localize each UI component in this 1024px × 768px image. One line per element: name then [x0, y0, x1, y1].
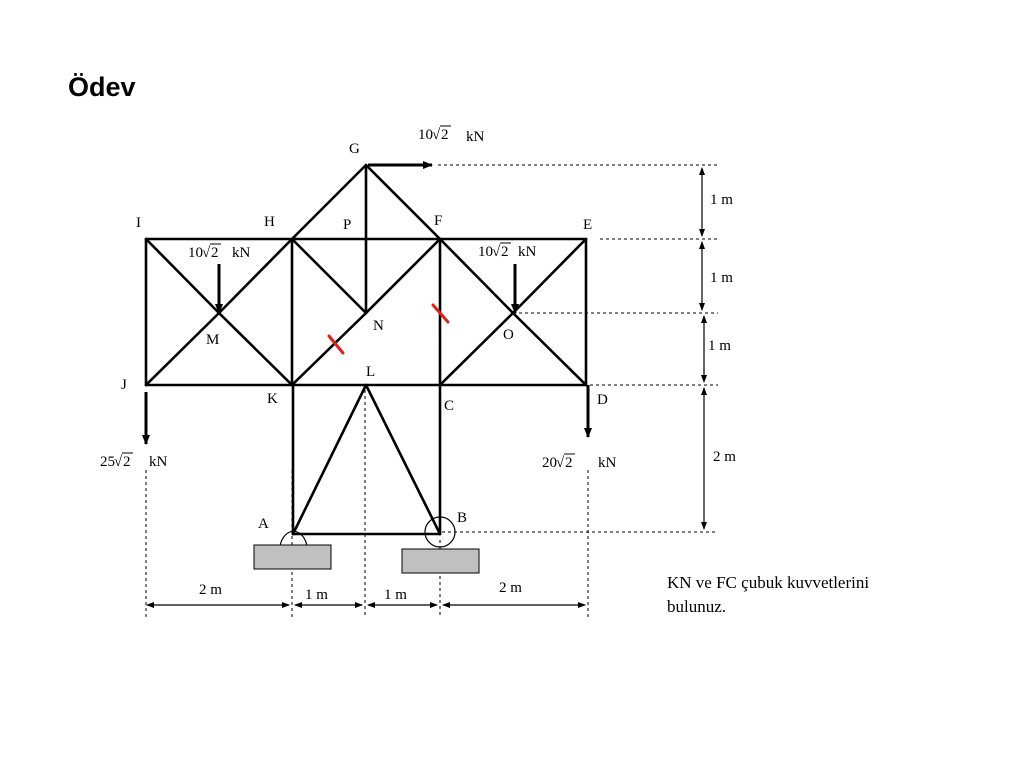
- member-co: [438, 311, 515, 387]
- load-label-d: 20 √ 2 kN: [542, 453, 617, 471]
- node-labels: G I H P F E N M O J L K C D A B: [121, 141, 608, 532]
- load-radicand-j: 2: [123, 454, 131, 470]
- dim-label-h3: 1 m: [384, 587, 407, 603]
- dim-label-v3: 1 m: [708, 338, 731, 354]
- node-label-o: O: [503, 327, 514, 343]
- member-od: [511, 311, 588, 387]
- section-cut-marks: [327, 303, 450, 355]
- slide-title: Ödev: [68, 72, 136, 102]
- load-radicand-o: 2: [501, 244, 509, 260]
- load-radicand-g: 2: [441, 127, 449, 143]
- member-hm: [217, 237, 294, 315]
- dimension-lines: [146, 167, 707, 608]
- load-label-o: 10 √ 2 kN: [478, 242, 537, 260]
- load-value-o: 10: [478, 244, 493, 260]
- member-lb: [364, 383, 442, 536]
- load-unit-o: kN: [518, 244, 537, 260]
- dim-label-h4: 2 m: [499, 580, 522, 596]
- load-unit-m: kN: [232, 245, 251, 261]
- sqrt-symbol: √: [492, 244, 501, 260]
- load-label-m: 10 √ 2 kN: [188, 243, 251, 261]
- member-hn: [290, 237, 368, 315]
- cut-mark-kn: [327, 334, 345, 355]
- member-gf: [364, 163, 442, 241]
- load-radicand-m: 2: [211, 245, 219, 261]
- cut-mark-fc: [431, 303, 450, 324]
- node-label-p: P: [343, 217, 351, 233]
- node-label-l: L: [366, 364, 375, 380]
- load-label-j: 25 √ 2 kN: [100, 452, 168, 470]
- load-radicand-d: 2: [565, 455, 573, 471]
- truss-members: [144, 163, 588, 536]
- sqrt-symbol: √: [432, 127, 441, 143]
- roller-support-b: [424, 516, 456, 548]
- load-unit-g: kN: [466, 129, 485, 145]
- member-nf: [364, 237, 442, 315]
- node-label-n: N: [373, 318, 384, 334]
- member-im: [144, 237, 221, 315]
- sqrt-symbol: √: [556, 455, 565, 471]
- load-value-m: 10: [188, 245, 203, 261]
- member-kn: [290, 311, 368, 387]
- pin-support-a: [279, 530, 308, 547]
- member-oe: [511, 237, 588, 315]
- dim-label-v4: 2 m: [713, 449, 736, 465]
- member-mk: [217, 311, 294, 387]
- load-unit-d: kN: [598, 455, 617, 471]
- support-b: [401, 516, 480, 574]
- node-label-g: G: [349, 141, 360, 157]
- load-value-g: 10: [418, 127, 433, 143]
- load-arrows: [142, 161, 592, 445]
- support-block-a: [253, 544, 332, 570]
- node-label-e: E: [583, 217, 592, 233]
- node-label-a: A: [258, 516, 269, 532]
- node-label-j: J: [121, 377, 127, 393]
- node-label-i: I: [136, 215, 141, 231]
- load-unit-j: kN: [149, 454, 168, 470]
- node-label-f: F: [434, 213, 442, 229]
- load-value-j: 25: [100, 454, 115, 470]
- member-gh: [290, 163, 368, 241]
- sqrt-symbol: √: [202, 245, 211, 261]
- member-la: [291, 383, 368, 536]
- dim-label-h1: 2 m: [199, 582, 222, 598]
- dim-label-v1: 1 m: [710, 192, 733, 208]
- node-label-b: B: [457, 510, 467, 526]
- node-label-h: H: [264, 214, 275, 230]
- member-mj: [144, 311, 221, 387]
- dim-label-v2: 1 m: [710, 270, 733, 286]
- support-a: [253, 530, 332, 570]
- task-instruction: KN ve FC çubuk kuvvetlerini bulunuz.: [667, 573, 870, 616]
- load-value-d: 20: [542, 455, 557, 471]
- support-block-b: [401, 548, 480, 574]
- member-fo: [438, 237, 515, 315]
- dimension-labels: 1 m 1 m 1 m 2 m 2 m 1 m 1 m 2 m: [199, 192, 736, 603]
- node-label-m: M: [206, 332, 219, 348]
- node-label-c: C: [444, 398, 454, 414]
- node-label-k: K: [267, 391, 278, 407]
- dim-label-h2: 1 m: [305, 587, 328, 603]
- sqrt-symbol: √: [114, 454, 123, 470]
- load-label-g: 10 √ 2 kN: [418, 125, 485, 145]
- node-label-d: D: [597, 392, 608, 408]
